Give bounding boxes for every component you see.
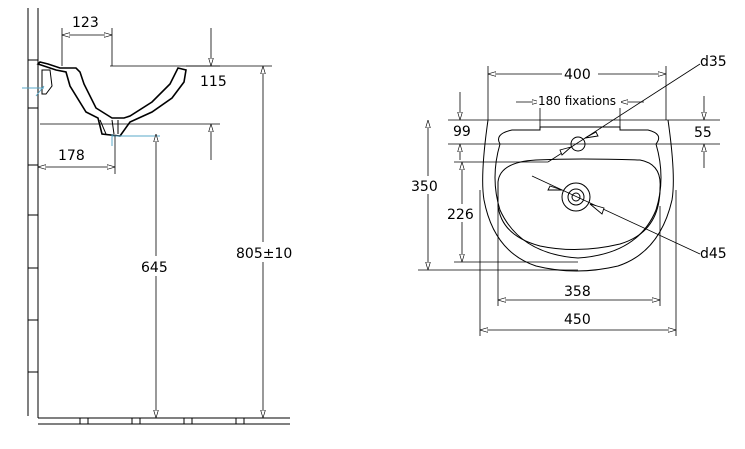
dim-label-d45: d45	[700, 246, 727, 262]
dim-label-115: 115	[200, 74, 227, 90]
side-view: 123 115 178 645 805±10	[22, 8, 297, 425]
plan-view: 400 180 fixations d35 99	[410, 54, 727, 336]
dim-label-358: 358	[564, 284, 591, 300]
dim-outlet-height: 645	[140, 134, 174, 418]
dim-fixations: 180 fixations	[516, 92, 644, 130]
dim-label-fixations: 180 fixations	[538, 94, 616, 108]
dim-tap-hole-dia: d35	[547, 54, 727, 163]
dim-bowl-width: 358	[497, 206, 661, 306]
dim-label-226: 226	[447, 207, 474, 223]
dim-label-645: 645	[141, 260, 168, 276]
basin-profile	[22, 61, 187, 146]
dim-label-350: 350	[411, 179, 438, 195]
dim-label-d35: d35	[700, 54, 727, 70]
dim-overall-width: 450	[479, 190, 677, 336]
dim-tap-offset-right: 55	[578, 96, 720, 168]
dim-drain-offset: 226	[446, 161, 578, 263]
wall	[27, 8, 290, 425]
dim-tap-offset: 99	[448, 92, 578, 160]
drain	[561, 182, 591, 212]
dim-overall-top: 400	[487, 64, 667, 120]
dim-label-450: 450	[564, 312, 591, 328]
dim-label-400: 400	[564, 67, 591, 83]
dim-label-123: 123	[72, 15, 99, 31]
dim-depth: 115	[40, 28, 227, 160]
dim-depth-plan: 350	[410, 120, 578, 271]
dim-drain-dia: d45	[531, 175, 727, 262]
dim-label-55: 55	[694, 125, 712, 141]
dim-projection: 123	[61, 15, 113, 66]
dim-rim-height: 805±10	[186, 65, 297, 418]
dim-label-99: 99	[453, 124, 471, 140]
dim-wall-offset: 178	[38, 136, 116, 174]
dim-label-805: 805±10	[236, 246, 292, 262]
dim-label-178: 178	[58, 148, 85, 164]
